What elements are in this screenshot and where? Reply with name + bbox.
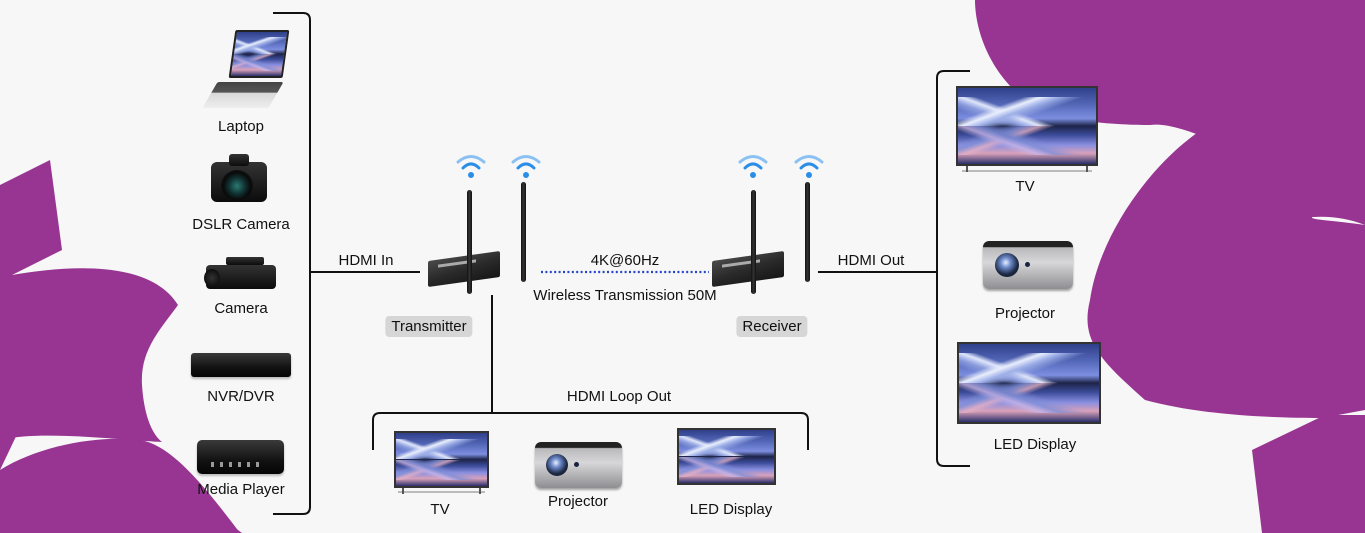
wifi-icon <box>511 155 541 178</box>
led-display-icon <box>957 342 1101 424</box>
hdmi-in-label: HDMI In <box>338 252 394 269</box>
right-decor-shape-bottom <box>1252 415 1365 533</box>
wireless-range-label: Wireless Transmission 50M <box>533 287 717 304</box>
camcorder-icon <box>204 255 276 291</box>
loop-output-label: TV <box>430 501 450 518</box>
source-label: NVR/DVR <box>207 388 275 405</box>
antenna <box>467 190 472 294</box>
tv-icon <box>956 86 1098 174</box>
antenna <box>521 182 526 282</box>
output-label: TV <box>1015 178 1035 195</box>
source-label: Media Player <box>197 481 285 498</box>
antenna <box>805 182 810 282</box>
media-player-icon <box>197 440 284 474</box>
output-label: Projector <box>994 305 1056 322</box>
wifi-icon <box>738 155 768 178</box>
left-decor-shape-tip <box>88 498 242 533</box>
wifi-icon <box>794 155 824 178</box>
led-display-icon <box>677 428 776 485</box>
antenna <box>751 190 756 294</box>
projector-icon <box>535 442 622 488</box>
loop-output-label: Projector <box>547 493 609 510</box>
laptop-icon <box>196 28 292 112</box>
right-decor-shape-middle <box>1087 120 1365 418</box>
receiver-label: Receiver <box>736 316 808 337</box>
source-label: Camera <box>214 300 268 317</box>
projector-icon <box>983 241 1073 289</box>
loop-out-bracket <box>372 412 809 450</box>
output-label: LED Display <box>993 436 1077 453</box>
wifi-icon <box>456 155 486 178</box>
tv-icon <box>394 431 489 494</box>
transmitter-label: Transmitter <box>385 316 473 337</box>
hdmi-out-label: HDMI Out <box>837 252 905 269</box>
source-label: Laptop <box>218 118 264 135</box>
nvr-dvr-icon <box>191 353 291 377</box>
hdmi-loop-out-label: HDMI Loop Out <box>566 388 672 405</box>
loop-output-label: LED Display <box>689 501 773 518</box>
source-label: DSLR Camera <box>192 216 290 233</box>
resolution-label: 4K@60Hz <box>590 252 660 269</box>
left-decor-shape <box>0 160 178 442</box>
right-decor-shape-top <box>975 0 1365 225</box>
dslr-camera-icon <box>211 154 267 206</box>
source-bracket <box>273 12 311 515</box>
output-bracket <box>936 70 970 467</box>
